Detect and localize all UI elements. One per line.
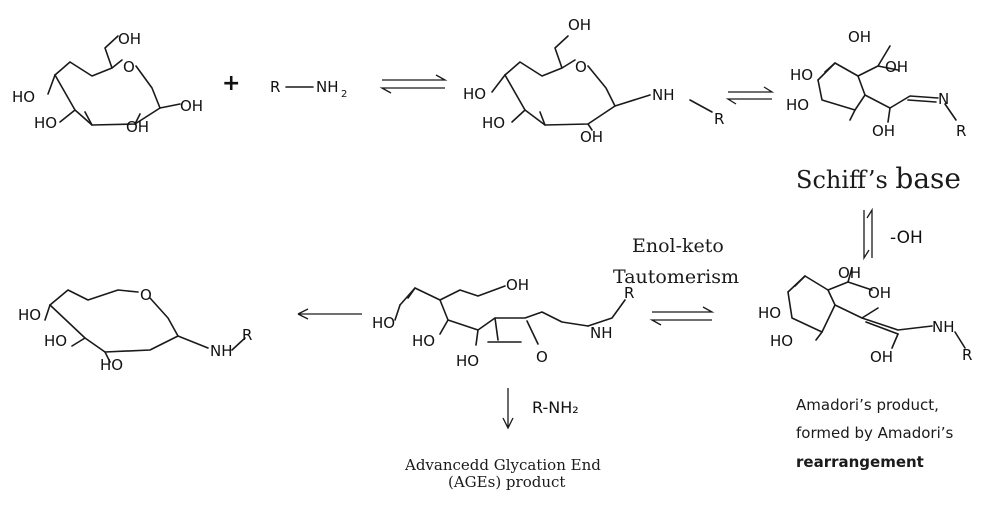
amadori-ho-2: HO bbox=[770, 332, 793, 350]
schiff-oh-right: OH bbox=[885, 58, 908, 76]
schiff-ho-1: HO bbox=[790, 66, 813, 84]
glucosylamine-r: R bbox=[714, 110, 724, 128]
schiff-base-label-part2: base bbox=[895, 162, 961, 195]
amadori-oh-top: OH bbox=[838, 264, 861, 282]
amadori-ho-1: HO bbox=[758, 304, 781, 322]
amine-r: R bbox=[270, 78, 280, 96]
tautomerism-label-line2: Tautomerism bbox=[613, 266, 739, 288]
keto-ho-2: HO bbox=[412, 332, 435, 350]
down-reaction-arrow bbox=[502, 388, 514, 430]
schiff-base-label-part1: Schiff’s bbox=[796, 166, 895, 194]
ages-label-line2: (AGEs) product bbox=[448, 473, 565, 491]
keto-carbonyl-o: O bbox=[536, 348, 548, 366]
vertical-equilibrium-arrow bbox=[863, 207, 873, 261]
equilibrium-arrow-2 bbox=[725, 86, 775, 105]
glucose-ho-2: HO bbox=[34, 114, 57, 132]
keto-oh-top: OH bbox=[506, 276, 529, 294]
glucose-ch2oh-label: OH bbox=[118, 30, 141, 48]
cyclic-ho-2: HO bbox=[44, 332, 67, 350]
keto-ho-3: HO bbox=[456, 352, 479, 370]
amadori-oh-right: OH bbox=[868, 284, 891, 302]
glucosylamine-oh-3: OH bbox=[580, 128, 603, 146]
amadori-nh: NH bbox=[932, 318, 955, 336]
glucosylamine-ho-1: HO bbox=[463, 85, 486, 103]
glucose-ho-1: HO bbox=[12, 88, 35, 106]
left-reaction-arrow bbox=[297, 308, 362, 320]
ages-label-line1: Advancedd Glycation End bbox=[404, 456, 601, 474]
cyclic-ring-o: O bbox=[140, 286, 152, 304]
equilibrium-arrow-1 bbox=[379, 74, 448, 94]
schiff-oh-top: OH bbox=[848, 28, 871, 46]
tautomerism-label-line1: Enol-keto bbox=[632, 235, 724, 257]
keto-molecule: OH HO HO HO O NH R bbox=[372, 276, 634, 370]
schiff-ho-2: HO bbox=[786, 96, 809, 114]
glucose-ring-o: O bbox=[123, 58, 135, 76]
amine-nh: NH bbox=[316, 78, 339, 96]
glucose-oh-3: OH bbox=[126, 118, 149, 136]
glucose-ho-bonds bbox=[47, 74, 181, 126]
amine-reagent: R NH 2 bbox=[270, 78, 347, 100]
cyclic-ho-3: HO bbox=[100, 356, 123, 374]
glucosylamine-molecule: OH O HO HO OH NH R bbox=[463, 16, 724, 146]
rnh2-reagent: R-NH₂ bbox=[532, 398, 579, 417]
cyclic-r: R bbox=[242, 326, 252, 344]
cyclic-amine-molecule: O HO HO HO NH R bbox=[18, 286, 252, 374]
glucosylamine-nh: NH bbox=[652, 86, 675, 104]
amadori-label-line2: formed by Amadori’s bbox=[796, 424, 954, 442]
amadori-r: R bbox=[962, 346, 972, 364]
glucose-ring-bonds bbox=[54, 59, 123, 77]
glucose-molecule: OH O HO HO OH OH bbox=[12, 30, 203, 136]
keto-ho-1: HO bbox=[372, 314, 395, 332]
schiff-base-molecule: OH OH HO HO OH N R bbox=[786, 28, 966, 140]
schiff-r: R bbox=[956, 122, 966, 140]
minus-oh-label: -OH bbox=[890, 228, 923, 248]
amadori-label-line1: Amadori’s product, bbox=[796, 396, 939, 414]
amadori-oh-bottom: OH bbox=[870, 348, 893, 366]
schiff-oh-bottom: OH bbox=[872, 122, 895, 140]
cyclic-nh: NH bbox=[210, 342, 233, 360]
glucosylamine-ch2oh: OH bbox=[568, 16, 591, 34]
equilibrium-arrow-3 bbox=[649, 306, 715, 326]
glucosylamine-ring-o: O bbox=[575, 58, 587, 76]
plus-sign: + bbox=[222, 71, 240, 96]
schiff-base-label: Schiff’s base bbox=[796, 162, 961, 195]
glucose-ch2oh-bond bbox=[104, 35, 119, 69]
amadori-product-molecule: OH OH HO HO OH NH R bbox=[758, 264, 972, 366]
cyclic-ho-1: HO bbox=[18, 306, 41, 324]
amine-sub: 2 bbox=[341, 89, 347, 100]
schiff-imine-n: N bbox=[938, 90, 949, 108]
glucose-ring-bonds-2 bbox=[54, 65, 161, 126]
keto-r: R bbox=[624, 284, 634, 302]
glucose-oh-4: OH bbox=[180, 97, 203, 115]
glucosylamine-ho-2: HO bbox=[482, 114, 505, 132]
keto-nh: NH bbox=[590, 324, 613, 342]
amadori-label-line3: rearrangement bbox=[796, 453, 924, 471]
